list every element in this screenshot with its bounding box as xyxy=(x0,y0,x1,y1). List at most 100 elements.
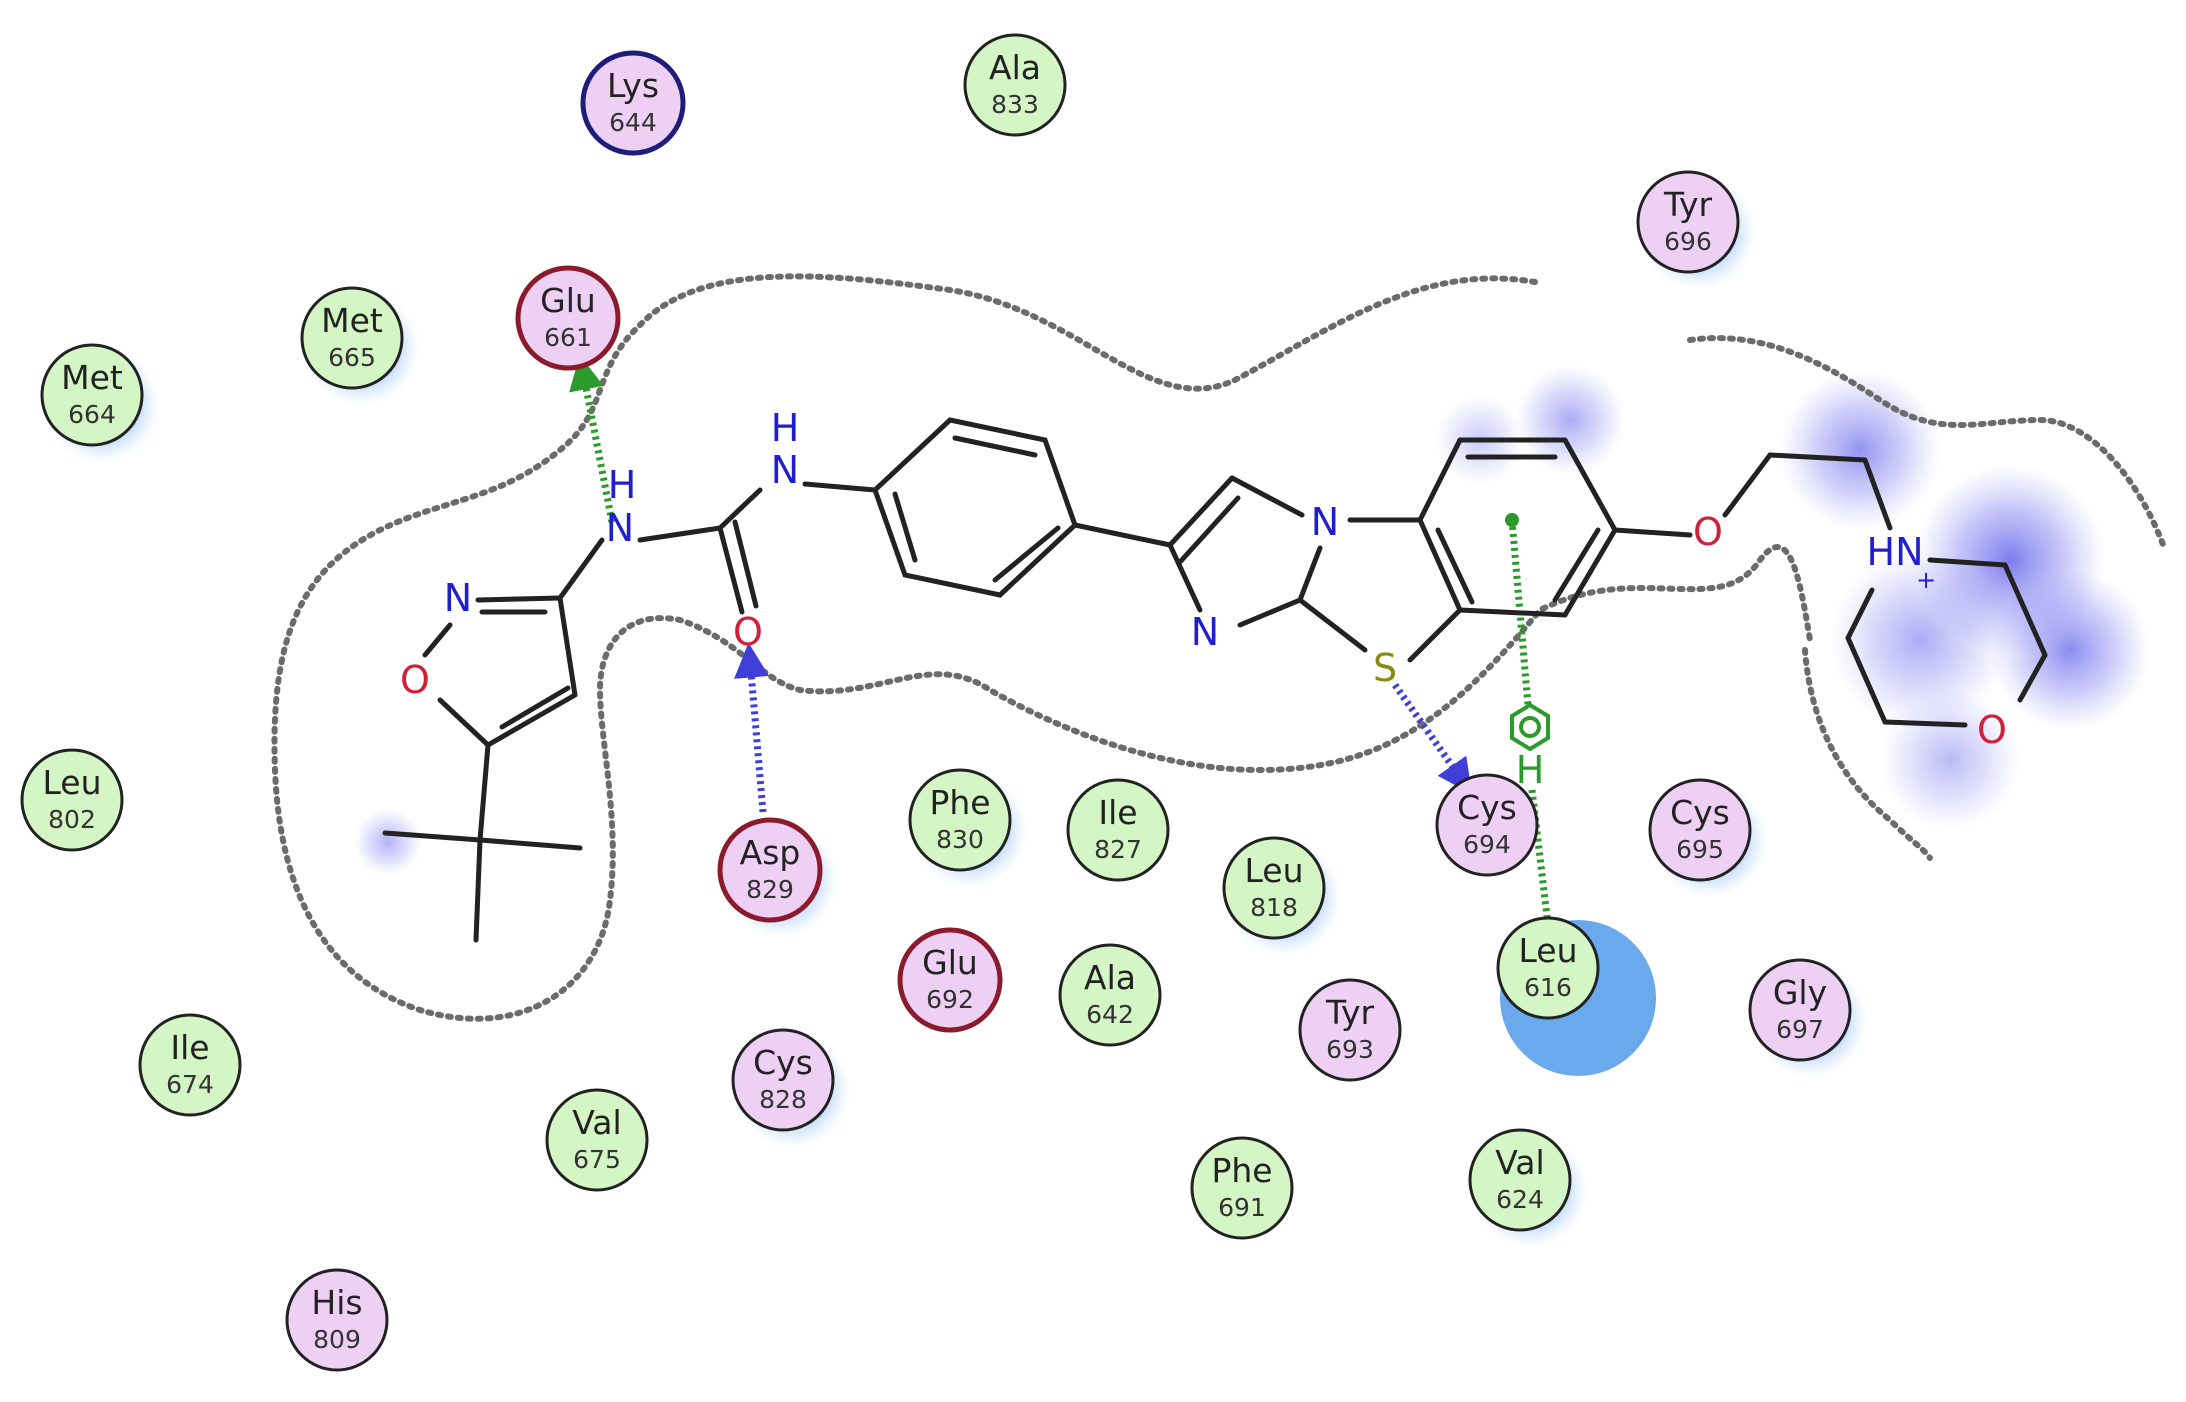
residue-disc xyxy=(545,1088,649,1192)
bond xyxy=(717,487,763,531)
residue-number: 809 xyxy=(313,1325,361,1354)
residue-disc xyxy=(515,265,621,371)
bond xyxy=(1552,527,1601,603)
residue-disc xyxy=(1298,978,1402,1082)
hbond-glu661 xyxy=(569,354,616,523)
residue-disc xyxy=(300,286,404,390)
bond xyxy=(1417,437,1463,523)
residue-number: 674 xyxy=(166,1070,214,1099)
residue-number: 691 xyxy=(1218,1193,1266,1222)
residue-met-665: Met 665 xyxy=(300,286,404,390)
atom-labels: H N H N N O O N N S O HN + O H xyxy=(400,406,2007,792)
bond xyxy=(1845,635,1888,725)
residue-name: His xyxy=(311,1283,362,1322)
bond xyxy=(1237,597,1303,628)
atom-h: H xyxy=(1516,748,1545,792)
residue-disc xyxy=(40,343,144,447)
bond xyxy=(802,481,878,493)
hbond-asp829 xyxy=(734,642,769,813)
residue-name: Glu xyxy=(922,943,978,982)
bond xyxy=(952,435,1038,458)
residue-disc xyxy=(731,1028,835,1132)
hbond-cys694 xyxy=(1392,682,1473,795)
solvent-blob xyxy=(1780,370,1940,530)
bond xyxy=(477,837,583,851)
residue-name: Ala xyxy=(1084,958,1136,997)
bond xyxy=(1882,719,1968,728)
bond xyxy=(1562,527,1618,618)
bond xyxy=(382,830,483,843)
bond xyxy=(637,525,723,543)
atom-n: N xyxy=(771,448,799,492)
residue-phe-691: Phe 691 xyxy=(1190,1136,1294,1240)
bond xyxy=(1927,557,2008,568)
phenyl-ring xyxy=(872,417,1078,598)
residue-name: Phe xyxy=(929,783,990,822)
bond xyxy=(1229,475,1305,518)
bond xyxy=(1407,607,1463,663)
residue-name: Cys xyxy=(1670,793,1730,832)
residue-number: 694 xyxy=(1463,830,1511,859)
residue-name: Leu xyxy=(1518,931,1577,970)
residue-number: 665 xyxy=(328,343,376,372)
residue-disc xyxy=(1066,778,1170,882)
pocket-contour-lower-right xyxy=(1802,647,1933,861)
pocket-contour-right xyxy=(1687,335,2168,553)
bond xyxy=(477,742,491,843)
residue-number: 833 xyxy=(991,90,1039,119)
solvent-exposure-layer xyxy=(354,365,2150,876)
residue-disc xyxy=(138,1013,242,1117)
bond xyxy=(1862,457,1893,531)
ligand-structure xyxy=(382,417,2048,943)
pi-centroid xyxy=(1505,513,1519,527)
residue-number: 696 xyxy=(1664,227,1712,256)
residue-name: Gly xyxy=(1773,973,1827,1012)
atom-n: N xyxy=(1191,610,1219,654)
residue-name: Lys xyxy=(607,66,659,105)
residue-ile-674: Ile 674 xyxy=(138,1013,242,1117)
residue-number: 642 xyxy=(1086,1000,1134,1029)
residue-name: Met xyxy=(321,301,383,340)
residue-number: 616 xyxy=(1524,973,1572,1002)
residue-number: 692 xyxy=(926,985,974,1014)
bond xyxy=(732,519,759,609)
solvent-blob xyxy=(354,808,422,876)
atom-o: O xyxy=(733,610,763,654)
bond xyxy=(475,595,563,603)
residue-disc xyxy=(908,768,1012,872)
bond xyxy=(437,697,491,748)
residue-disc xyxy=(1190,1136,1294,1240)
residue-name: Asp xyxy=(740,833,801,872)
atom-n: N xyxy=(1311,500,1339,544)
residue-name: Ile xyxy=(170,1028,209,1067)
residue-number: 695 xyxy=(1676,835,1724,864)
bond xyxy=(1297,545,1323,603)
bond xyxy=(2002,562,2048,658)
residue-glu-692: Glu 692 xyxy=(897,927,1003,1033)
residue-disc xyxy=(20,748,124,852)
residue-name: Phe xyxy=(1211,1151,1272,1190)
bond xyxy=(557,595,578,698)
residue-disc xyxy=(1468,1128,1572,1232)
residue-name: Val xyxy=(572,1103,621,1142)
bond xyxy=(717,525,745,615)
residue-cys-695: Cys 695 xyxy=(1648,778,1752,882)
atom-o: O xyxy=(400,658,430,702)
bond xyxy=(2017,652,2048,703)
residue-name: Cys xyxy=(1457,788,1517,827)
bond xyxy=(1457,607,1568,618)
residue-number: 624 xyxy=(1496,1185,1544,1214)
residue-name: Glu xyxy=(540,281,596,320)
residue-number: 644 xyxy=(609,108,657,137)
bond xyxy=(422,622,453,658)
